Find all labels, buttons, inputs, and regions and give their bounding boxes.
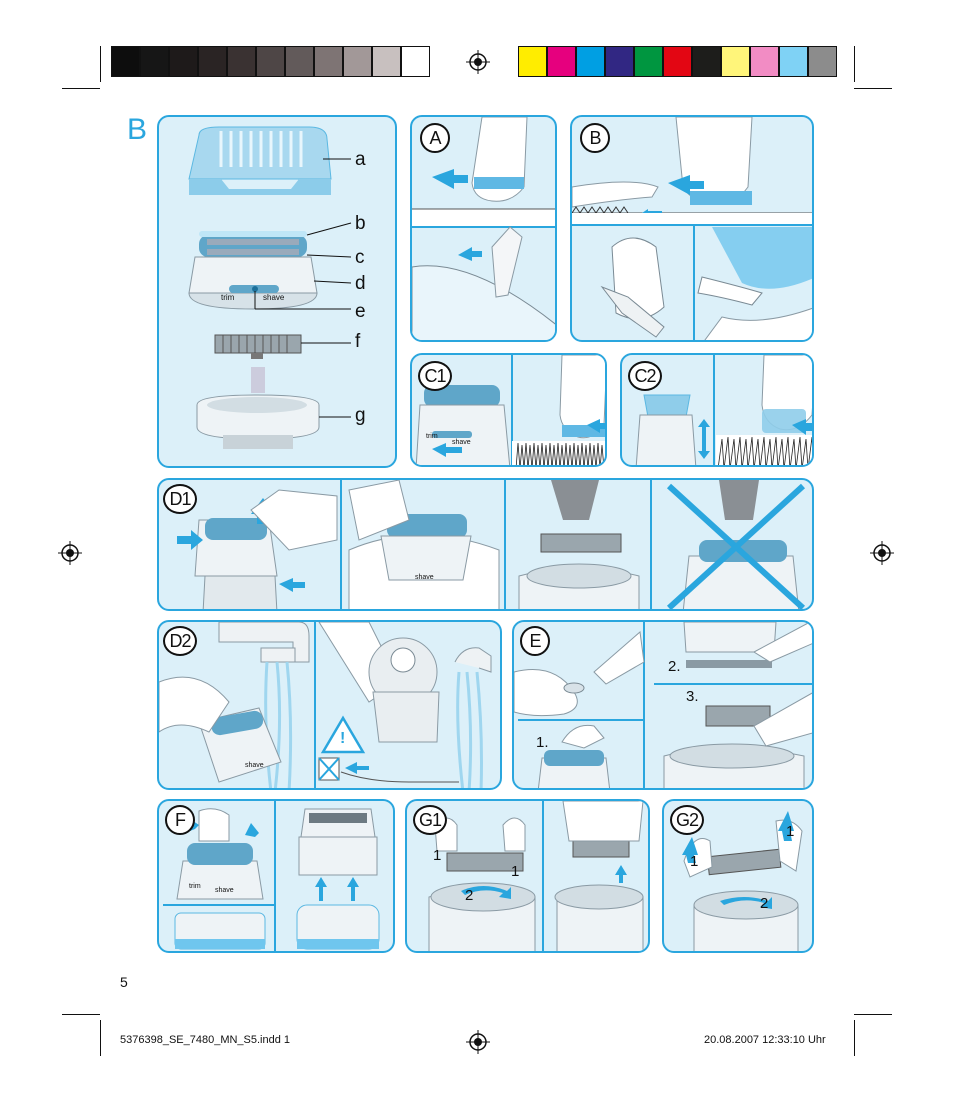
panel-a-illustration bbox=[412, 117, 555, 340]
panel-e: E 1. 2. 3. bbox=[512, 620, 814, 790]
registration-target-icon bbox=[466, 1030, 490, 1054]
switch-label-trim: trim bbox=[189, 883, 201, 890]
part-label-d: d bbox=[355, 273, 366, 294]
registration-target-icon bbox=[466, 50, 490, 74]
panel-g1: G1 1 2 1 bbox=[405, 799, 650, 953]
panel-f-illustration bbox=[163, 801, 380, 951]
panel-b: B bbox=[570, 115, 814, 342]
page-number: 5 bbox=[120, 974, 128, 990]
color-swatch bbox=[256, 46, 285, 77]
part-label-a: a bbox=[355, 149, 366, 170]
switch-label-shave: shave bbox=[452, 439, 471, 446]
crop-mark bbox=[62, 88, 100, 89]
panel-g2-illustration bbox=[682, 811, 803, 951]
color-swatch bbox=[111, 46, 140, 77]
step-number-1: 1 bbox=[433, 847, 442, 864]
step-badge-g1: G1 bbox=[413, 805, 447, 835]
step-number-2: 2 bbox=[465, 887, 474, 904]
crop-mark bbox=[854, 1014, 892, 1015]
color-swatch bbox=[721, 46, 750, 77]
part-label-f: f bbox=[355, 331, 361, 352]
crop-mark bbox=[854, 1020, 855, 1056]
step-badge-f: F bbox=[165, 805, 195, 835]
color-swatch bbox=[663, 46, 692, 77]
switch-label-shave: shave bbox=[215, 887, 234, 894]
step-badge-c2: C2 bbox=[628, 361, 662, 391]
panel-b-illustration bbox=[572, 117, 812, 340]
step-number-1: 1. bbox=[536, 734, 549, 751]
step-badge-d1: D1 bbox=[163, 484, 197, 514]
color-swatch bbox=[750, 46, 779, 77]
step-number-2: 2 bbox=[760, 895, 769, 912]
footer-file-name: 5376398_SE_7480_MN_S5.indd 1 bbox=[120, 1034, 291, 1046]
panel-c1-illustration bbox=[415, 355, 605, 465]
step-badge-b: B bbox=[580, 123, 610, 153]
part-label-b: b bbox=[355, 213, 366, 234]
switch-label-trim: trim bbox=[426, 433, 438, 440]
panel-g2: G2 1 2 1 bbox=[662, 799, 814, 953]
color-swatch bbox=[198, 46, 227, 77]
panel-d1-illustration bbox=[177, 480, 806, 609]
color-swatch bbox=[808, 46, 837, 77]
step-badge-g2: G2 bbox=[670, 805, 704, 835]
switch-label-shave: shave bbox=[415, 574, 434, 581]
parts-panel: a b c d e f g trim shave bbox=[157, 115, 397, 468]
switch-label-trim: trim bbox=[221, 293, 235, 302]
color-swatch bbox=[343, 46, 372, 77]
crop-mark bbox=[100, 1020, 101, 1056]
panel-c1: C1 trim shave bbox=[410, 353, 607, 467]
color-swatch bbox=[547, 46, 576, 77]
color-swatch bbox=[605, 46, 634, 77]
switch-label-shave: shave bbox=[263, 293, 285, 302]
parts-illustration bbox=[188, 126, 352, 449]
footer-datetime: 20.08.2007 12:33:10 Uhr bbox=[704, 1034, 826, 1046]
registration-target-icon bbox=[58, 541, 82, 565]
section-label: B bbox=[127, 113, 148, 146]
part-label-g: g bbox=[355, 405, 366, 426]
color-swatch bbox=[372, 46, 401, 77]
color-swatch bbox=[518, 46, 547, 77]
step-badge-c1: C1 bbox=[418, 361, 452, 391]
color-swatch bbox=[779, 46, 808, 77]
color-swatch bbox=[285, 46, 314, 77]
crop-mark bbox=[62, 1014, 100, 1015]
panel-d2: D2 ! shave bbox=[157, 620, 502, 790]
color-swatch bbox=[401, 46, 430, 77]
crop-mark bbox=[854, 88, 892, 89]
step-number-1: 1 bbox=[511, 863, 520, 880]
step-number-3: 3. bbox=[686, 688, 699, 705]
panel-d1: D1 shave bbox=[157, 478, 814, 611]
panel-a: A bbox=[410, 115, 557, 342]
color-swatch bbox=[169, 46, 198, 77]
color-swatch bbox=[576, 46, 605, 77]
color-swatch bbox=[314, 46, 343, 77]
warning-icon: ! bbox=[340, 730, 346, 747]
registration-target-icon bbox=[870, 541, 894, 565]
panel-c2: C2 bbox=[620, 353, 814, 467]
step-badge-a: A bbox=[420, 123, 450, 153]
panel-e-illustration bbox=[514, 622, 812, 788]
step-badge-d2: D2 bbox=[163, 626, 197, 656]
panel-c2-illustration bbox=[635, 355, 812, 465]
color-swatch bbox=[692, 46, 721, 77]
step-badge-e: E bbox=[520, 626, 550, 656]
step-number-1: 1 bbox=[690, 853, 699, 870]
color-swatch bbox=[227, 46, 256, 77]
step-number-1: 1 bbox=[786, 823, 795, 840]
part-label-c: c bbox=[355, 247, 365, 268]
color-swatch bbox=[140, 46, 169, 77]
panel-f: F trim shave bbox=[157, 799, 395, 953]
color-swatch bbox=[634, 46, 663, 77]
crop-mark bbox=[854, 46, 855, 82]
step-number-2: 2. bbox=[668, 658, 681, 675]
switch-label-shave: shave bbox=[245, 762, 264, 769]
panel-d2-illustration bbox=[159, 622, 492, 788]
crop-mark bbox=[100, 46, 101, 82]
part-label-e: e bbox=[355, 301, 366, 322]
